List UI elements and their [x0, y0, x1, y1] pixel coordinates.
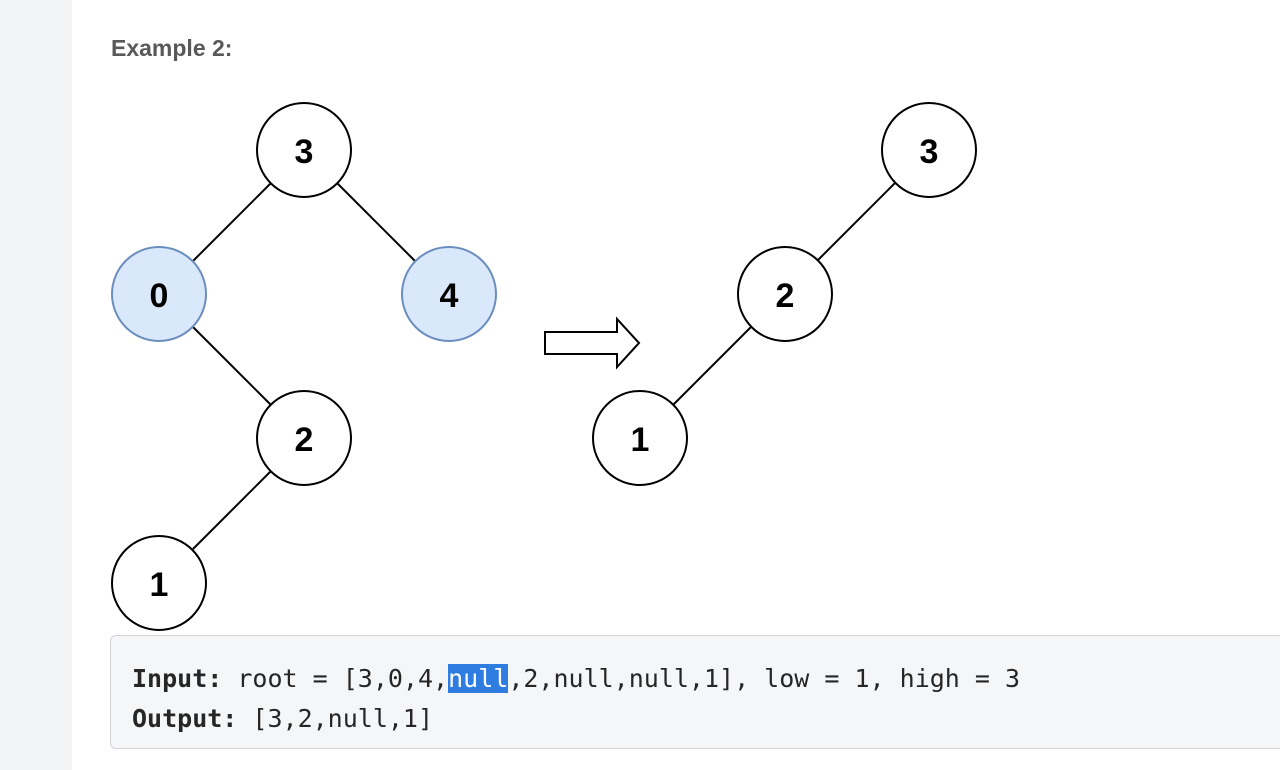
transform-arrow-icon — [544, 316, 641, 370]
output-value: [3,2,null,1] — [237, 704, 434, 733]
output-label: Output: — [132, 704, 238, 733]
before-node-3: 3 — [256, 102, 352, 198]
example-title: Example 2: — [111, 35, 233, 61]
after-node-2: 2 — [737, 246, 833, 342]
before-node-0: 0 — [111, 246, 207, 342]
output-line: Output: [3,2,null,1] — [132, 699, 1280, 739]
left-gutter — [0, 0, 72, 770]
edge-after-2-1 — [672, 326, 752, 406]
input-suffix: ,2,null,null,1], low = 1, high = 3 — [508, 664, 1021, 693]
node-label: 1 — [631, 421, 650, 459]
node-label: 2 — [295, 421, 314, 459]
before-node-4: 4 — [401, 246, 497, 342]
after-node-1: 1 — [592, 390, 688, 486]
before-node-2: 2 — [256, 390, 352, 486]
edge-3-0 — [192, 182, 272, 262]
edge-2-1 — [192, 470, 272, 550]
node-label: 2 — [776, 277, 795, 315]
input-line: Input: root = [3,0,4,null,2,null,null,1]… — [132, 659, 1280, 699]
after-node-3: 3 — [881, 102, 977, 198]
before-node-1: 1 — [111, 535, 207, 631]
node-label: 1 — [150, 566, 169, 604]
example-code-block[interactable]: Input: root = [3,0,4,null,2,null,null,1]… — [110, 635, 1280, 749]
node-label: 3 — [295, 133, 314, 171]
problem-content: Example 2: 3 0 4 2 1 — [72, 0, 1280, 770]
input-prefix: root = [3,0,4, — [222, 664, 449, 693]
input-label: Input: — [132, 664, 223, 693]
edge-after-3-2 — [816, 182, 896, 262]
tree-diagram: 3 0 4 2 1 3 2 — [111, 102, 977, 631]
node-label: 0 — [150, 277, 169, 315]
node-label: 3 — [920, 133, 939, 171]
edge-3-4 — [336, 182, 416, 262]
node-label: 4 — [440, 277, 459, 315]
selected-text[interactable]: null — [448, 664, 509, 693]
edge-0-2 — [192, 326, 272, 406]
